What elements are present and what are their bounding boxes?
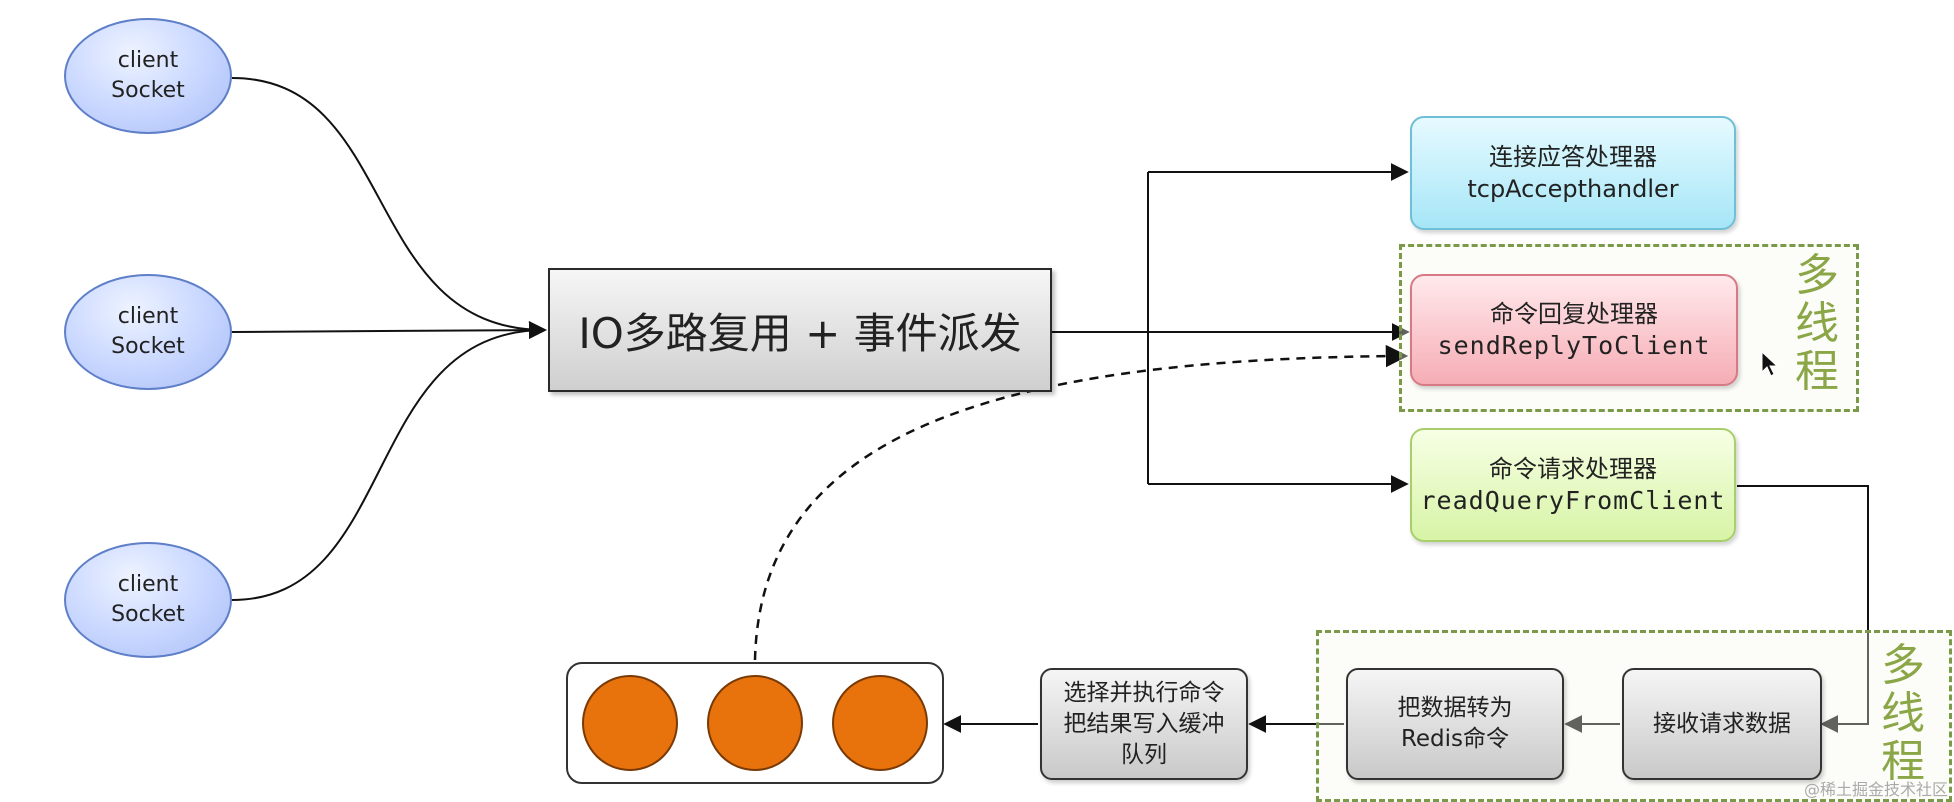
io-multiplexing-label: IO多路复用 + 事件派发 [578, 308, 1022, 358]
send-reply-handler-en: sendReplyToClient [1437, 331, 1711, 360]
client-socket-1-line2: Socket [111, 78, 185, 103]
queue-item-1 [582, 675, 679, 771]
multithread-top-char3: 程 [1795, 346, 1839, 397]
execute-step-line1: 选择并执行命令 [1063, 679, 1225, 706]
execute-command-step: 选择并执行命令 把结果写入缓冲 队列 [1040, 668, 1248, 780]
multithread-label-top: 多 线 程 [1792, 252, 1842, 396]
multithread-bottom-char2: 线 [1881, 688, 1925, 739]
convert-to-redis-command-step: 把数据转为 Redis命令 [1346, 668, 1564, 780]
read-query-handler: 命令请求处理器 readQueryFromClient [1410, 428, 1736, 542]
multithread-top-char2: 线 [1795, 298, 1839, 349]
receive-request-data-label: 接收请求数据 [1653, 710, 1791, 737]
mouse-pointer-icon [1761, 350, 1779, 377]
connector-read-receive [1737, 485, 1869, 733]
io-multiplexing-box: IO多路复用 + 事件派发 [548, 268, 1052, 392]
client-socket-2-line2: Socket [111, 334, 185, 359]
tcp-accept-handler: 连接应答处理器 tcpAccepthandler [1410, 116, 1736, 230]
client-socket-1-line1: client [117, 48, 179, 73]
send-reply-handler: 命令回复处理器 sendReplyToClient [1410, 274, 1738, 386]
tcp-accept-handler-cn: 连接应答处理器 [1489, 143, 1657, 171]
read-query-handler-cn: 命令请求处理器 [1489, 455, 1657, 483]
receive-request-data-step: 接收请求数据 [1622, 668, 1822, 780]
connector-client1-core [231, 77, 547, 339]
client-socket-2-line1: client [117, 304, 179, 329]
client-socket-3: client Socket [64, 542, 232, 658]
multithread-bottom-char3: 程 [1881, 736, 1925, 787]
execute-step-line3: 队列 [1121, 741, 1167, 768]
read-query-handler-en: readQueryFromClient [1420, 486, 1726, 515]
queue-item-2 [706, 675, 803, 771]
convert-step-line2: Redis命令 [1400, 726, 1510, 752]
client-socket-2: client Socket [64, 274, 232, 390]
client-socket-3-line1: client [117, 572, 179, 597]
multithread-top-char1: 多 [1795, 250, 1839, 301]
watermark-text: @稀土掘金技术社区 [1803, 780, 1948, 799]
tcp-accept-handler-en: tcpAccepthandler [1467, 175, 1679, 203]
client-socket-1: client Socket [64, 18, 232, 134]
connector-client2-core [231, 321, 547, 340]
queue-item-3 [831, 675, 928, 771]
execute-step-line2: 把结果写入缓冲 [1063, 710, 1225, 737]
connector-client3-core [231, 321, 547, 601]
reply-buffer-queue [566, 662, 944, 784]
multithread-bottom-char1: 多 [1881, 640, 1925, 691]
connector-queue-reply-dashed [753, 344, 1409, 661]
client-socket-3-line2: Socket [111, 602, 185, 627]
send-reply-handler-cn: 命令回复处理器 [1490, 300, 1658, 328]
convert-step-line1: 把数据转为 [1397, 695, 1513, 721]
multithread-label-bottom: 多 线 程 [1878, 642, 1928, 786]
